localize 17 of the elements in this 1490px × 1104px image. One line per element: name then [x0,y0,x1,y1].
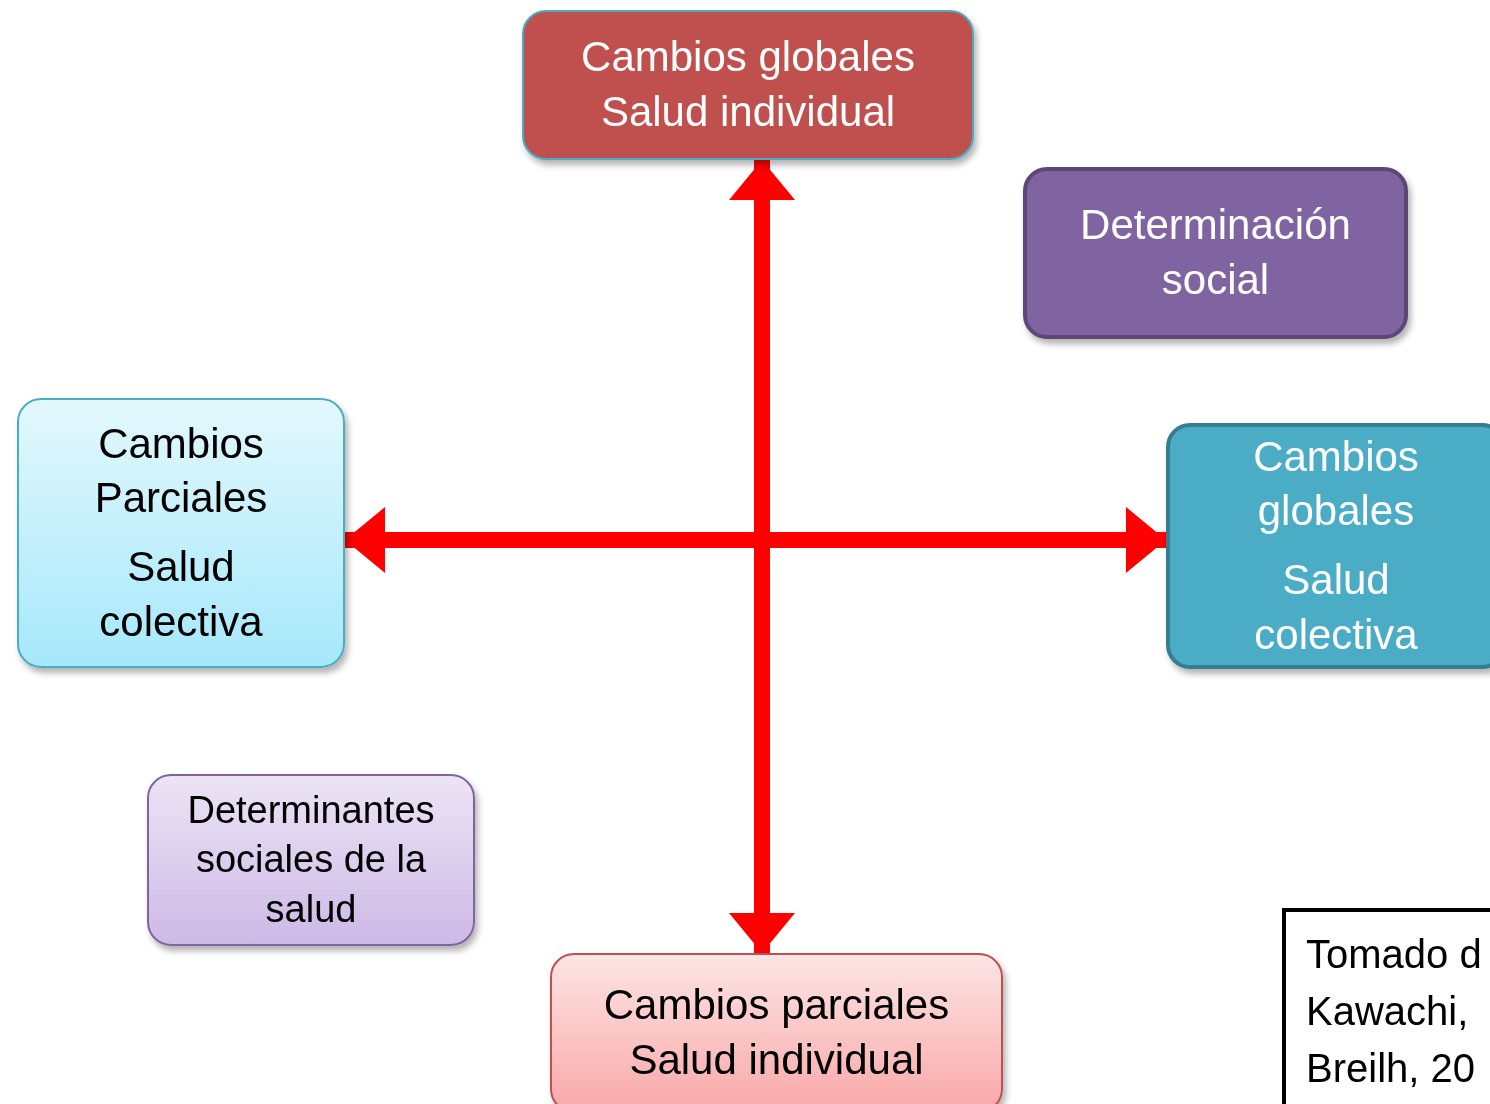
box-text: Salud colectiva [98,542,264,647]
process-box [550,953,1003,1104]
box-text: Salud colectiva [1253,555,1419,660]
process-box [1023,167,1408,339]
process-box [147,774,475,946]
box-text: Cambios globales [1252,431,1420,537]
box-text: Determinantes sociales de la salud [186,787,436,932]
box-text: Cambios parciales Salud individual [602,980,951,1085]
process-box [522,10,974,160]
process-box [1166,423,1490,669]
source-note: Tomado d Kawachi, Breilh, 20 [1282,908,1490,1104]
process-box [17,398,345,668]
box-text: Cambios Parciales [93,418,269,524]
box-text: Cambios globales Salud individual [580,32,916,137]
double-arrow [345,507,1166,573]
box-text: Determinación social [1079,200,1352,305]
double-arrow [729,160,795,953]
